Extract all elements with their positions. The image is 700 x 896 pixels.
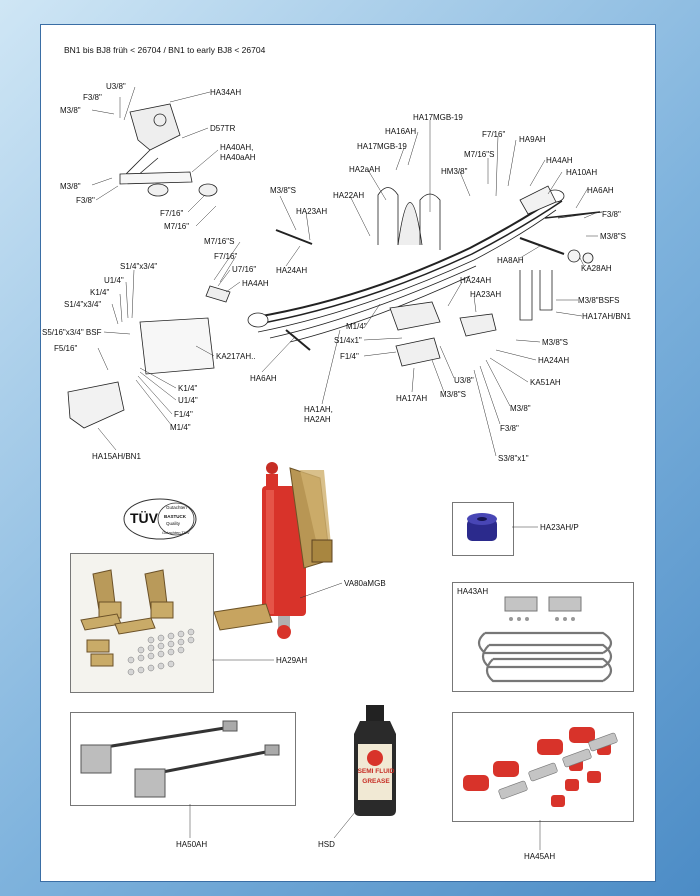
ha45ah-image-frame [452,712,634,822]
part-label: HA15AH/BN1 [92,452,141,461]
part-label: HA2aAH [349,165,381,174]
part-label: HA16AH [385,127,417,136]
part-label: HA24AH [538,356,570,365]
part-label: D57TR [210,124,236,133]
bracket-kit-image [80,569,195,676]
part-label: S3/8"x1" [498,454,529,463]
part-label: M1/4" [346,322,367,331]
part-label: HA4AH [242,279,269,288]
part-label: S5/16"x3/4" BSF [42,328,102,337]
product-code-ha29ah: HA29AH [276,656,308,665]
part-label: M1/4" [170,423,191,432]
part-label: HA17MGB-19 [413,113,463,122]
part-label: U7/16" [232,265,257,274]
part-label: S1/4"x3/4" [120,262,158,271]
part-label: M7/16" [164,222,190,231]
part-label: F7/16" [482,130,506,139]
part-label: M3/8"S [600,232,626,241]
part-label: M3/8"BSFS [578,296,620,305]
part-label: K1/4" [90,288,110,297]
part-label: U1/4" [104,276,124,285]
part-label: HA40AH, [220,143,254,152]
part-label: F7/16" [160,209,184,218]
part-label: M7/16"S [204,237,235,246]
ha23ahp-image-frame [452,502,514,556]
part-label: HM3/8" [441,167,468,176]
part-label: HA6AH [587,186,614,195]
part-label: HA1AH, [304,405,333,414]
part-label: KA51AH [530,378,561,387]
bottle-label-line1: SEMI FLUID [357,768,395,775]
part-label: HA23AH [296,207,328,216]
part-label: HA40aAH [220,153,256,162]
part-label: F3/8" [602,210,621,219]
polyurethane-bush-image [467,513,497,541]
part-label: HA17AH [396,394,428,403]
part-label: F1/4" [174,410,193,419]
tuv-logo-text: TÜV [130,510,158,526]
part-label: HA24AH [460,276,492,285]
part-label: HA8AH [497,256,524,265]
part-label: M3/8"S [440,390,466,399]
part-label: F7/16" [214,252,238,261]
bush-kit-image [463,727,618,807]
product-code-ha23ahp: HA23AH/P [540,523,579,532]
part-label: HA9AH [519,135,546,144]
part-label: HA24AH [276,266,308,275]
tie-rod-image [80,720,280,798]
part-label: M3/8" [60,106,81,115]
part-label: HA34AH [210,88,242,97]
part-label: KA28AH [581,264,612,273]
tuv-top-text: Gutachten [166,505,187,510]
product-code-ha43ah: HA43AH [457,587,489,596]
part-label: KA217AH.. [216,352,256,361]
ha50ah-image-frame [70,712,296,806]
part-label: S1/4x1" [334,336,362,345]
product-code-ha45ah: HA45AH [524,852,556,861]
part-label: F5/16" [54,344,78,353]
part-label: F3/8" [83,93,102,102]
part-label: U3/8" [106,82,126,91]
tuv-mid-text: BASTUCK [164,514,186,519]
part-label: M3/8"S [542,338,568,347]
u-bolt-kit-image [477,596,613,683]
page-title: BN1 bis BJ8 früh < 26704 / BN1 to early … [64,45,266,55]
part-label: M3/8"S [270,186,296,195]
part-label: HA2AH [304,415,331,424]
part-label: U1/4" [178,396,198,405]
part-label: S1/4"x3/4" [64,300,102,309]
part-label: M3/8" [510,404,531,413]
part-label: F3/8" [76,196,95,205]
product-code-hsd: HSD [318,840,335,849]
product-code-va80amgb: VA80aMGB [344,579,386,588]
product-code-ha50ah: HA50AH [176,840,208,849]
part-label: HA10AH [566,168,598,177]
part-label: HA6AH [250,374,277,383]
part-label: M3/8" [60,182,81,191]
part-label: HA22AH [333,191,365,200]
part-label: M7/16"S [464,150,495,159]
part-label: HA17AH/BN1 [582,312,631,321]
tuv-bottom-text: Gutachten TÜV [162,530,190,535]
ha29ah-image-frame [70,553,214,693]
part-label: U3/8" [454,376,474,385]
part-label: HA17MGB-19 [357,142,407,151]
part-label: HA23AH [470,290,502,299]
tuv-mid2-text: Quality [166,521,181,526]
part-label: F3/8" [500,424,519,433]
part-label: F1/4" [340,352,359,361]
part-label: K1/4" [178,384,198,393]
part-label: HA4AH [546,156,573,165]
bottle-label-line2: GREASE [362,778,390,785]
ha43ah-image-frame: HA43AH [452,582,634,692]
